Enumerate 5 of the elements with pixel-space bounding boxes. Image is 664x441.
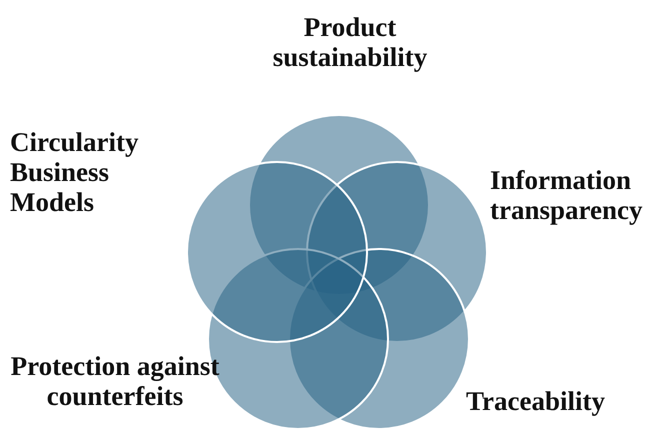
circle-label: Circularity Business Models (10, 127, 140, 217)
circle-label: Protection against counterfeits (10, 351, 220, 411)
circle-label: Information transparency (490, 165, 644, 225)
circle-label: Product sustainability (272, 12, 428, 72)
circle-label: Traceability (466, 386, 606, 416)
